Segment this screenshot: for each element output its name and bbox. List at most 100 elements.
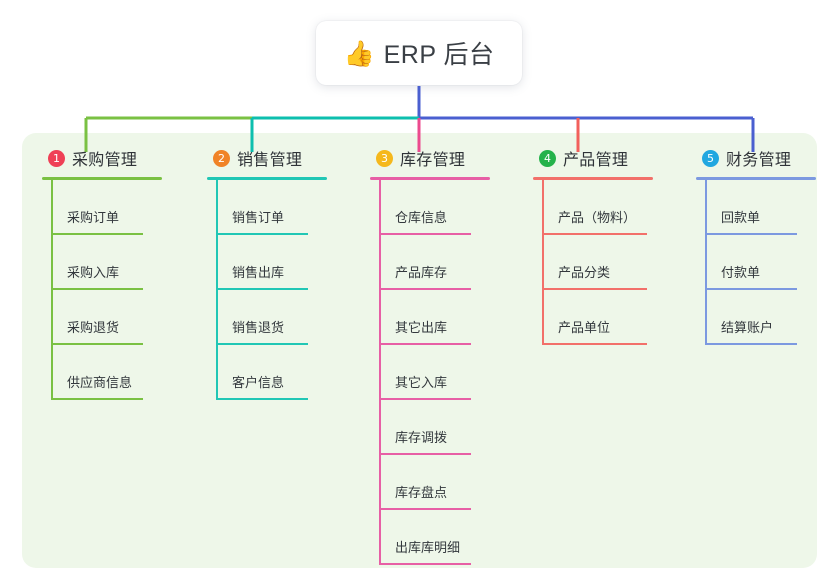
module-item-rule	[542, 233, 647, 235]
module-item-label: 销售订单	[232, 210, 285, 225]
module-item[interactable]: 供应商信息	[34, 345, 184, 400]
module-item[interactable]: 产品单位	[525, 290, 685, 345]
module-item[interactable]: 付款单	[688, 235, 838, 290]
module-title-5: 财务管理	[726, 152, 792, 169]
module-item-label: 产品库存	[395, 265, 448, 280]
module-item-rule	[542, 288, 647, 290]
module-item-label: 库存调拨	[395, 430, 448, 445]
module-title-4: 产品管理	[563, 152, 629, 169]
module-column-4: 4 产品管理产品（物料） 产品分类产品单位	[525, 145, 685, 345]
module-badge-3: 3	[376, 149, 393, 167]
module-header-rule-1	[42, 177, 162, 180]
module-title-3: 库存管理	[400, 152, 466, 169]
module-item[interactable]: 产品库存	[362, 235, 512, 290]
module-item-label: 回款单	[721, 210, 761, 225]
module-spine-5	[705, 180, 707, 345]
module-item-label: 产品单位	[558, 320, 611, 335]
module-item-rule	[705, 288, 797, 290]
module-item[interactable]: 结算账户	[688, 290, 838, 345]
module-item[interactable]: 回款单	[688, 180, 838, 235]
module-item-label: 出库库明细	[395, 540, 461, 555]
module-item-label: 库存盘点	[395, 485, 448, 500]
module-spine-2	[216, 180, 218, 400]
module-item-rule	[379, 233, 471, 235]
module-item[interactable]: 出库库明细	[362, 510, 512, 565]
module-item[interactable]: 销售出库	[199, 235, 349, 290]
module-item-label: 产品（物料）	[558, 210, 637, 225]
module-item-label: 结算账户	[721, 320, 774, 335]
module-item-rule	[379, 398, 471, 400]
root-title: ERP 后台	[383, 41, 495, 69]
module-item-label: 付款单	[721, 265, 761, 280]
module-badge-5: 5	[702, 149, 719, 167]
module-item-rule	[216, 398, 308, 400]
module-item[interactable]: 销售退货	[199, 290, 349, 345]
module-item[interactable]: 库存盘点	[362, 455, 512, 510]
module-item-rule	[51, 398, 143, 400]
module-header-rule-2	[207, 177, 327, 180]
module-item-label: 采购退货	[67, 320, 120, 335]
module-item[interactable]: 库存调拨	[362, 400, 512, 455]
module-item-rule	[51, 343, 143, 345]
module-items-1: 采购订单采购入库采购退货供应商信息	[34, 180, 184, 400]
module-item[interactable]: 客户信息	[199, 345, 349, 400]
module-item-label: 采购入库	[67, 265, 120, 280]
module-item-rule	[705, 343, 797, 345]
module-spine-4	[542, 180, 544, 345]
module-badge-4: 4	[539, 149, 556, 167]
module-header-rule-4	[533, 177, 653, 180]
module-item-rule	[51, 233, 143, 235]
module-title-2: 销售管理	[237, 152, 303, 169]
module-item-rule	[379, 288, 471, 290]
module-item-rule	[379, 563, 471, 565]
module-item-rule	[51, 288, 143, 290]
module-item[interactable]: 其它入库	[362, 345, 512, 400]
thumbs-up-icon: 👍	[343, 39, 375, 68]
module-item-rule	[216, 288, 308, 290]
module-item[interactable]: 仓库信息	[362, 180, 512, 235]
module-header-2[interactable]: 2 销售管理	[199, 145, 349, 171]
module-header-rule-3	[370, 177, 490, 180]
module-item-rule	[379, 343, 471, 345]
module-item-rule	[216, 233, 308, 235]
module-item-label: 销售出库	[232, 265, 285, 280]
root-node-card[interactable]: 👍 ERP 后台	[316, 21, 522, 85]
module-header-rule-5	[696, 177, 816, 180]
module-item[interactable]: 销售订单	[199, 180, 349, 235]
module-header-5[interactable]: 5 财务管理	[688, 145, 838, 171]
module-item-label: 销售退货	[232, 320, 285, 335]
module-item[interactable]: 采购入库	[34, 235, 184, 290]
module-items-2: 销售订单销售出库销售退货客户信息	[199, 180, 349, 400]
module-items-4: 产品（物料） 产品分类产品单位	[525, 180, 685, 345]
module-item[interactable]: 产品（物料）	[525, 180, 685, 235]
module-column-3: 3 库存管理仓库信息产品库存其它出库其它入库库存调拨库存盘点出库库明细	[362, 145, 512, 565]
module-item[interactable]: 其它出库	[362, 290, 512, 345]
module-item-rule	[542, 343, 647, 345]
module-item[interactable]: 产品分类	[525, 235, 685, 290]
module-item[interactable]: 采购退货	[34, 290, 184, 345]
module-item-rule	[379, 453, 471, 455]
module-item-label: 仓库信息	[395, 210, 448, 225]
module-spine-3	[379, 180, 381, 565]
module-column-5: 5 财务管理回款单付款单结算账户	[688, 145, 838, 345]
module-item-rule	[379, 508, 471, 510]
module-item[interactable]: 采购订单	[34, 180, 184, 235]
module-badge-2: 2	[213, 149, 230, 167]
module-header-3[interactable]: 3 库存管理	[362, 145, 512, 171]
module-item-label: 采购订单	[67, 210, 120, 225]
modules-panel	[22, 133, 817, 568]
module-spine-1	[51, 180, 53, 400]
module-header-4[interactable]: 4 产品管理	[525, 145, 685, 171]
module-item-label: 其它出库	[395, 320, 448, 335]
module-item-rule	[216, 343, 308, 345]
module-item-label: 其它入库	[395, 375, 448, 390]
module-item-label: 产品分类	[558, 265, 611, 280]
module-item-rule	[705, 233, 797, 235]
module-items-3: 仓库信息产品库存其它出库其它入库库存调拨库存盘点出库库明细	[362, 180, 512, 565]
module-items-5: 回款单付款单结算账户	[688, 180, 838, 345]
module-item-label: 供应商信息	[67, 375, 133, 390]
module-item-label: 客户信息	[232, 375, 285, 390]
